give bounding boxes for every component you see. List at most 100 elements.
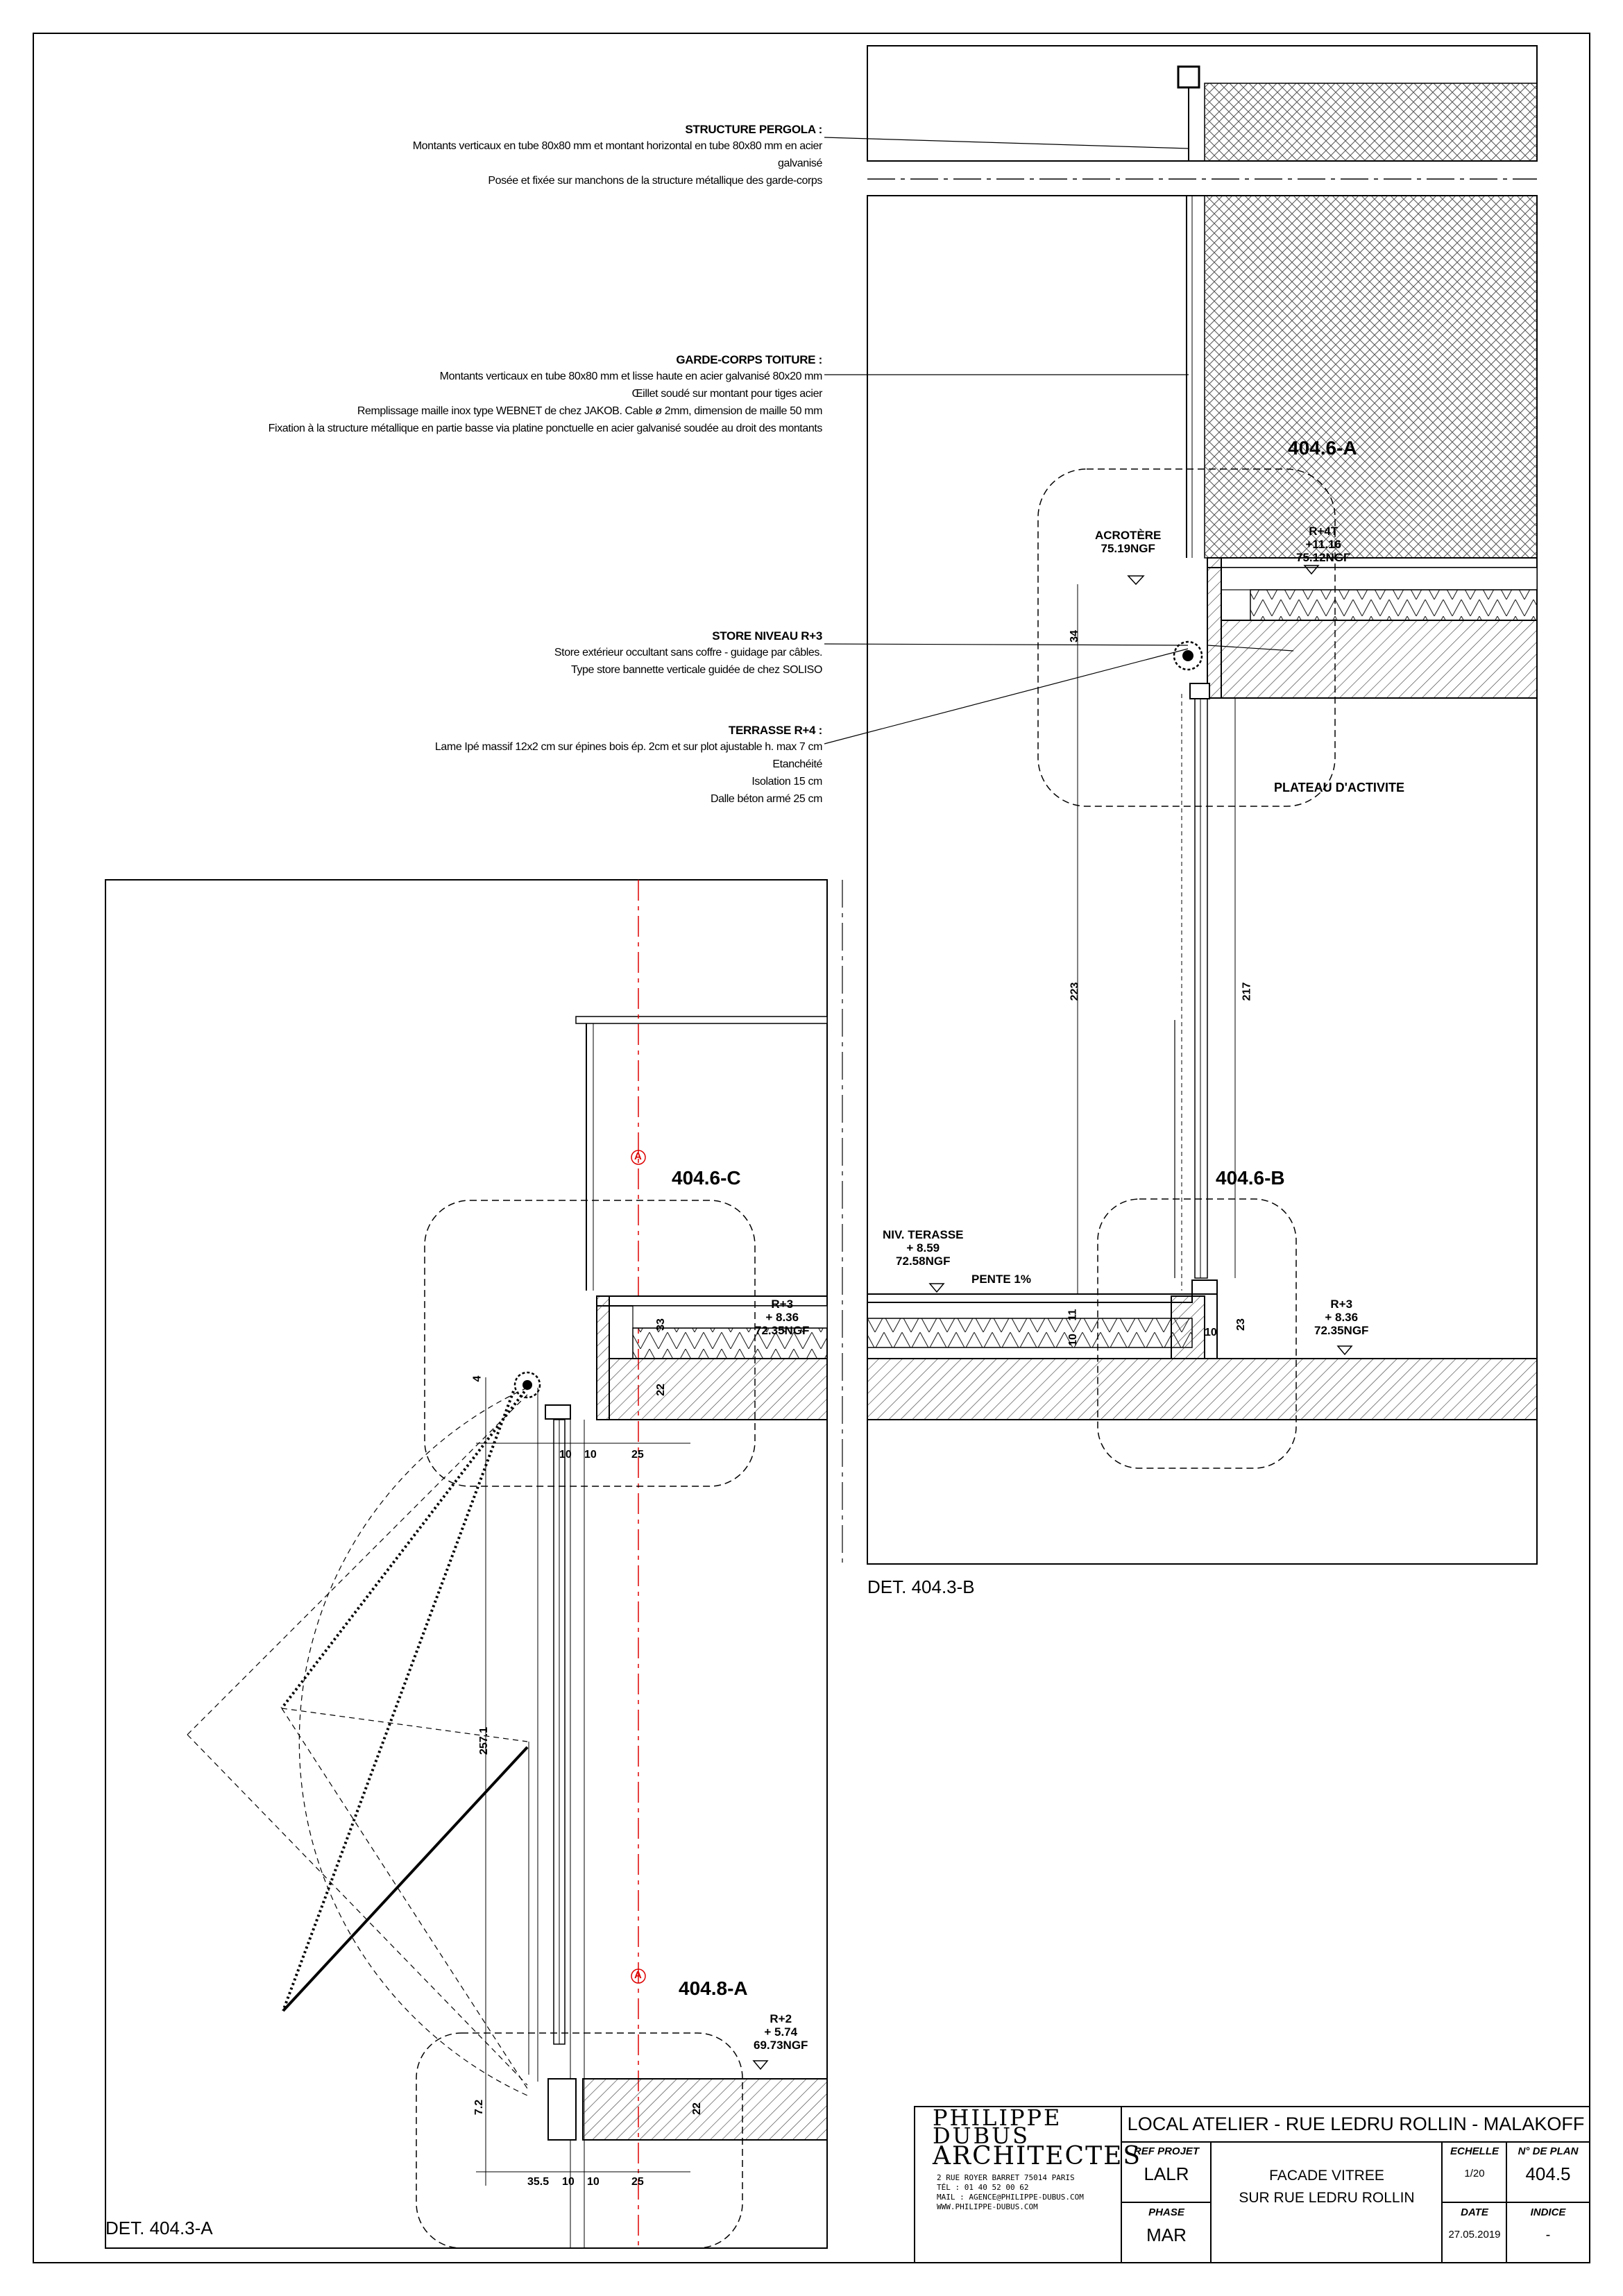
detail-ref-404-6-b: 404.6-B <box>1216 1167 1285 1189</box>
level-r4t-name: R+4T <box>1309 525 1339 538</box>
dim-22-a: 22 <box>654 1384 667 1396</box>
title-block-frame <box>914 2106 1590 2263</box>
logo-line-1: PHILIPPE <box>933 2104 1062 2131</box>
level-acrotere: ACROTÈRE 75.19NGF <box>1095 529 1161 555</box>
note-store-line: Store extérieur occultant sans coffre - … <box>554 647 823 658</box>
logo-line-2: DUBUS <box>933 2123 1030 2149</box>
note-terrasse: TERRASSE R+4 : Lame Ipé massif 12x2 cm s… <box>278 723 822 808</box>
address-line: TÉL : 01 40 52 00 62 <box>937 2183 1029 2192</box>
note-store-title: STORE NIVEAU R+3 <box>712 629 822 643</box>
address-line: WWW.PHILIPPE-DUBUS.COM <box>937 2202 1038 2211</box>
level-acrotere-ngf: 75.19NGF <box>1101 542 1155 555</box>
note-garde-corps-line: Remplissage maille inox type WEBNET de c… <box>357 405 823 417</box>
dim-257: 257.1 <box>478 1726 491 1755</box>
dim-33: 33 <box>654 1318 667 1331</box>
detail-caption-b: DET. 404.3-B <box>867 1576 975 1597</box>
level-r3-b-name: R+3 <box>1330 1298 1353 1311</box>
note-garde-corps-title: GARDE-CORPS TOITURE : <box>676 353 822 366</box>
dim-10-e1: 10 <box>562 2176 575 2188</box>
echelle-value: 1/20 <box>1464 2168 1485 2179</box>
address-line: 2 RUE ROYER BARRET 75014 PARIS <box>937 2173 1075 2182</box>
label-plateau-activite: PLATEAU D'ACTIVITE <box>1274 781 1404 794</box>
drawing-title-line-1: FACADE VITREE <box>1269 2168 1384 2184</box>
level-r4t: R+4T +11.16 75.12NGF <box>1296 525 1350 564</box>
axis-marker-a-top: A <box>634 1150 642 1162</box>
sheet-frame <box>33 33 1590 2263</box>
note-terrasse-line: Dalle béton armé 25 cm <box>710 793 822 805</box>
plan-label: N° DE PLAN <box>1518 2145 1579 2157</box>
level-r3-a-ngf: 72.35NGF <box>755 1324 810 1337</box>
note-garde-corps-line: Fixation à la structure métallique en pa… <box>268 423 823 434</box>
ref-projet-label: REF PROJET <box>1133 2145 1200 2157</box>
level-r2-a: R+2 + 5.74 69.73NGF <box>754 2012 808 2052</box>
logo-line-3: ARCHITECTES <box>933 2142 1142 2170</box>
level-r3-b-ngf: 72.35NGF <box>1314 1324 1369 1337</box>
echelle-label: ECHELLE <box>1450 2145 1499 2157</box>
note-pergola-line: galvanisé <box>777 158 822 169</box>
label-pente: PENTE 1% <box>971 1273 1031 1286</box>
note-pergola-line: Montants verticaux en tube 80x80 mm et m… <box>412 140 823 152</box>
level-r4t-ngf: 75.12NGF <box>1296 551 1351 564</box>
level-r3-a: R+3 + 8.36 72.35NGF <box>755 1298 809 1337</box>
level-r3-b-rel: + 8.36 <box>1325 1311 1359 1324</box>
note-terrasse-line: Etanchéité <box>772 758 822 770</box>
note-garde-corps-line: Montants verticaux en tube 80x80 mm et l… <box>439 371 823 382</box>
indice-value: - <box>1545 2227 1551 2243</box>
address-block: 2 RUE ROYER BARRET 75014 PARIS TÉL : 01 … <box>937 2173 1084 2212</box>
dim-10-b2: 10 <box>1205 1327 1217 1338</box>
note-store-line: Type store bannette verticale guidée de … <box>570 664 822 676</box>
dim-10-c1: 10 <box>559 1449 572 1461</box>
level-r3-a-rel: + 8.36 <box>765 1311 799 1324</box>
dim-11: 11 <box>1067 1309 1079 1321</box>
dim-25-e: 25 <box>631 2176 644 2188</box>
phase-value: MAR <box>1146 2225 1187 2245</box>
drawing-title-line-2: SUR RUE LEDRU ROLLIN <box>1239 2190 1415 2206</box>
note-terrasse-title: TERRASSE R+4 : <box>728 724 822 737</box>
date-value: 27.05.2019 <box>1448 2229 1501 2240</box>
dim-10-e2: 10 <box>587 2176 600 2188</box>
level-niv-terasse-name: NIV. TERASSE <box>883 1228 964 1241</box>
dim-217: 217 <box>1241 982 1253 1001</box>
level-r4t-rel: +11.16 <box>1305 538 1341 551</box>
phase-label: PHASE <box>1148 2206 1184 2218</box>
detail-caption-a: DET. 404.3-A <box>105 2218 213 2238</box>
address-line: MAIL : AGENCE@PHILIPPE-DUBUS.COM <box>937 2193 1084 2202</box>
plan-value: 404.5 <box>1525 2163 1571 2184</box>
axis-marker-a-bottom: A <box>634 1969 642 1981</box>
leader-lines <box>824 137 1294 745</box>
note-terrasse-line: Lame Ipé massif 12x2 cm sur épines bois … <box>434 741 822 753</box>
dim-10-b1: 10 <box>1067 1334 1079 1346</box>
project-title: LOCAL ATELIER - RUE LEDRU ROLLIN - MALAK… <box>1127 2114 1585 2134</box>
note-terrasse-line: Isolation 15 cm <box>751 776 822 788</box>
detail-404-3-b <box>867 45 1538 1565</box>
ref-projet-value: LALR <box>1144 2163 1189 2184</box>
note-pergola-title: STRUCTURE PERGOLA : <box>685 123 822 136</box>
detail-ref-404-8-a: 404.8-A <box>679 1978 748 1999</box>
level-r2-a-rel: + 5.74 <box>764 2025 798 2039</box>
detail-ref-404-6-a: 404.6-A <box>1288 437 1357 459</box>
dim-223: 223 <box>1069 982 1081 1001</box>
level-niv-terasse: NIV. TERASSE + 8.59 72.58NGF <box>883 1228 964 1268</box>
indice-label: INDICE <box>1530 2206 1566 2218</box>
date-label: DATE <box>1461 2206 1488 2218</box>
dim-34: 34 <box>1068 630 1080 643</box>
level-niv-terasse-ngf: 72.58NGF <box>896 1255 951 1268</box>
level-r2-a-ngf: 69.73NGF <box>754 2039 808 2052</box>
dim-25-c: 25 <box>631 1449 644 1461</box>
level-r3-b: R+3 + 8.36 72.35NGF <box>1314 1298 1368 1337</box>
note-garde-corps-line: Œillet soudé sur montant pour tiges acie… <box>631 388 823 400</box>
level-r3-a-name: R+3 <box>771 1298 794 1311</box>
note-pergola-line: Posée et fixée sur manchons de la struct… <box>488 175 822 187</box>
note-structure-pergola: STRUCTURE PERGOLA : Montants verticaux e… <box>264 122 823 189</box>
note-store: STORE NIVEAU R+3 Store extérieur occulta… <box>347 629 823 679</box>
detail-ref-404-6-c: 404.6-C <box>672 1167 741 1189</box>
dim-22-b: 22 <box>690 2102 703 2115</box>
dim-35-5: 35.5 <box>527 2176 550 2188</box>
dim-23: 23 <box>1234 1318 1247 1331</box>
dim-7-2: 7.2 <box>473 2099 486 2116</box>
detail-404-3-a <box>105 879 843 2249</box>
level-acrotere-name: ACROTÈRE <box>1095 529 1162 542</box>
level-r2-a-name: R+2 <box>770 2012 792 2025</box>
dim-10-c2: 10 <box>584 1449 597 1461</box>
